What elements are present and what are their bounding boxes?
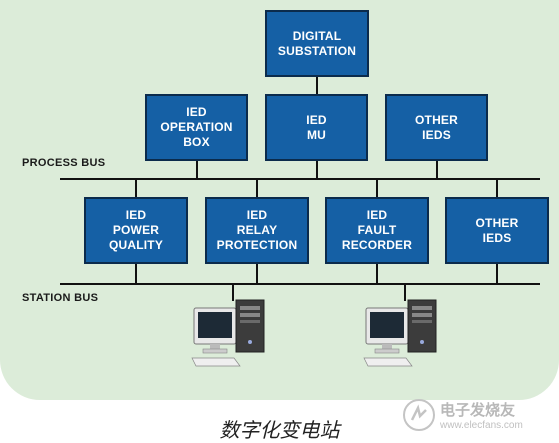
connector-other-ieds-top: [436, 160, 438, 179]
connector-mu: [316, 160, 318, 179]
connector-workstation-1: [232, 283, 234, 301]
ied-mu-box: IED MU: [265, 94, 368, 161]
other-ieds-top-box: OTHER IEDS: [385, 94, 488, 161]
station-bus-line: [60, 283, 540, 285]
connector-relay-protection: [256, 178, 258, 198]
watermark-text: 电子发烧友: [440, 402, 516, 419]
other-ieds-bottom-box: OTHER IEDS: [445, 197, 549, 264]
ied-fault-recorder-box: IED FAULT RECORDER: [325, 197, 429, 264]
connector-substation-to-row: [316, 76, 318, 95]
process-bus-label: PROCESS BUS: [22, 157, 106, 169]
connector-relay-protection-down: [256, 263, 258, 284]
figure-caption: 数字化变电站: [219, 418, 340, 442]
connector-workstation-2: [404, 283, 406, 301]
watermark-text-block: 电子发烧友 www.elecfans.com: [440, 399, 523, 431]
digital-substation-box: DIGITAL SUBSTATION: [265, 10, 369, 77]
process-bus-line: [60, 178, 540, 180]
ied-relay-protection-box: IED RELAY PROTECTION: [205, 197, 309, 264]
elecfans-logo-icon: [403, 399, 435, 431]
connector-power-quality-down: [135, 263, 137, 284]
ied-operation-box: IED OPERATION BOX: [145, 94, 248, 161]
connector-power-quality: [135, 178, 137, 198]
connector-operation-box: [196, 160, 198, 179]
connector-other-ieds-bottom: [496, 178, 498, 198]
watermark-url: www.elecfans.com: [440, 420, 523, 431]
computer-workstation-icon: [363, 299, 437, 367]
connector-fault-recorder: [376, 178, 378, 198]
connector-other-ieds-down: [496, 263, 498, 284]
station-bus-label: STATION BUS: [22, 292, 99, 304]
watermark: 电子发烧友 www.elecfans.com: [402, 395, 554, 435]
computer-workstation-icon: [191, 299, 265, 367]
ied-power-quality-box: IED POWER QUALITY: [84, 197, 188, 264]
connector-fault-recorder-down: [376, 263, 378, 284]
